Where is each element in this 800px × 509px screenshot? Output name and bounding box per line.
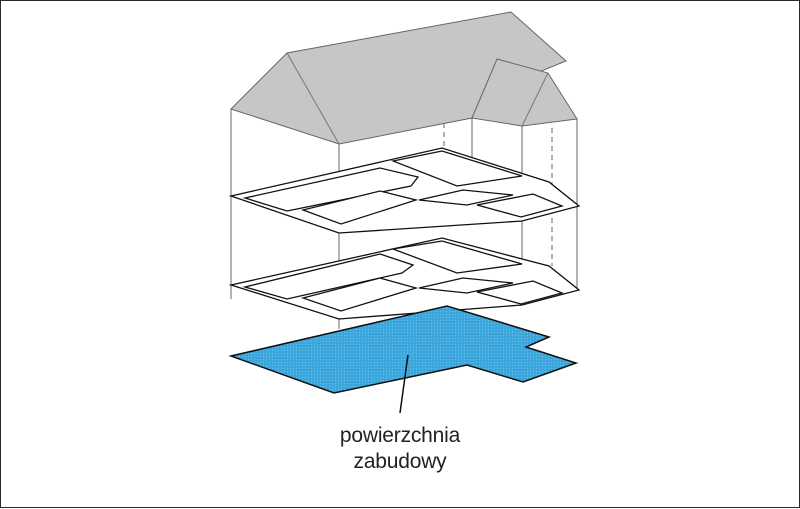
wing-roof	[471, 58, 578, 127]
footprint-label-line1: powierzchnia	[339, 424, 461, 447]
label-pointer-line	[399, 354, 409, 414]
lower-floor-plan	[228, 237, 581, 320]
building-footprint	[228, 305, 579, 394]
footprint-label-line2: zabudowy	[353, 450, 447, 473]
upper-floor-plan	[228, 147, 581, 234]
